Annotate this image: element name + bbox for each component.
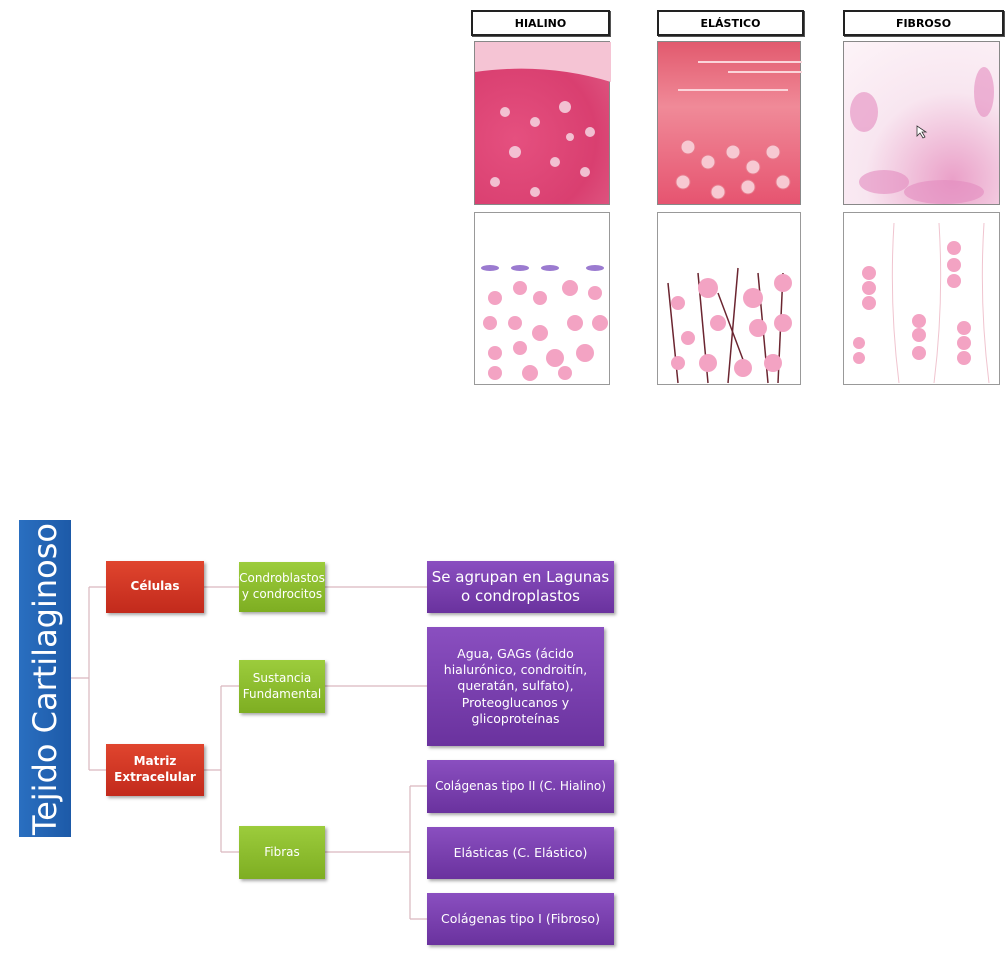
fibrous-drawing-cells <box>853 222 990 384</box>
elastic-drawing-cells <box>667 267 792 384</box>
node-extracellular-matrix: Matriz Extracelular <box>106 744 204 796</box>
elastic-micrograph-texture <box>675 61 802 200</box>
fibrous-micrograph <box>843 41 1000 205</box>
hyaline-micrograph <box>474 41 611 205</box>
hyaline-drawing-cells <box>481 265 608 381</box>
column-label-elastico: ELÁSTICO <box>657 10 804 36</box>
node-collagen-type-ii: Colágenas tipo II (C. Hialino) <box>427 760 614 813</box>
cursor-icon <box>916 125 928 139</box>
fibrous-drawing <box>843 212 1000 385</box>
column-label-fibroso: FIBROSO <box>843 10 1004 36</box>
node-ground-components: Agua, GAGs (ácido hialurónico, condroití… <box>427 627 604 746</box>
elastic-drawing <box>657 212 801 385</box>
node-lacunae: Se agrupan en Lagunas o condroplastos <box>427 561 614 613</box>
diagram-title-text: Tejido Cartilaginoso <box>26 522 64 835</box>
fibrous-micrograph-texture <box>850 67 994 204</box>
node-ground-substance: Sustancia Fundamental <box>239 660 325 713</box>
node-fibers: Fibras <box>239 826 325 879</box>
hyaline-micrograph-texture <box>475 42 611 197</box>
elastic-micrograph <box>657 41 802 205</box>
column-label-hialino: HIALINO <box>471 10 610 36</box>
node-elastic-fibers: Elásticas (C. Elástico) <box>427 827 614 879</box>
diagram-title: Tejido Cartilaginoso <box>19 520 71 837</box>
node-collagen-type-i: Colágenas tipo I (Fibroso) <box>427 893 614 945</box>
node-chondroblasts: Condroblastos y condrocitos <box>239 562 325 612</box>
hyaline-drawing <box>474 212 610 385</box>
node-cells: Células <box>106 561 204 613</box>
